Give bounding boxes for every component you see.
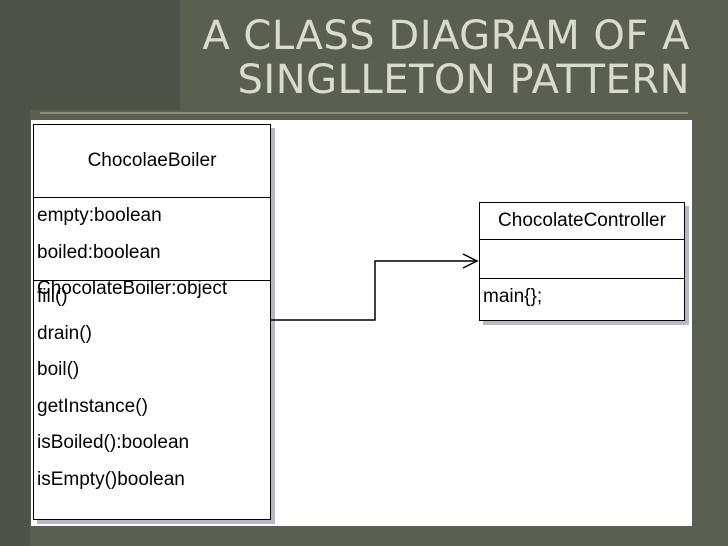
slide-title-line-2: SINGLLETON PATTERN (237, 57, 690, 103)
diagram-canvas: ChocolaeBoiler empty:boolean boiled:bool… (31, 120, 692, 526)
operation-section: fill() drain() boil() getInstance() isBo… (34, 281, 270, 492)
operation-row: boil() (37, 359, 80, 380)
operation-row: getInstance() (37, 396, 148, 417)
operation-row: drain() (37, 323, 92, 344)
attribute-section: empty:boolean boiled:boolean ChocolateBo… (34, 198, 270, 299)
operation-section: main{}; (480, 279, 684, 309)
association-line (271, 260, 475, 321)
association-arrow (271, 253, 479, 321)
class-chocolate-boiler[interactable]: ChocolaeBoiler empty:boolean boiled:bool… (33, 124, 271, 520)
attribute-row: boiled:boolean (37, 242, 161, 263)
operation-row: isEmpty()boolean (37, 469, 185, 490)
attribute-section (480, 240, 684, 279)
class-name: ChocolateController (480, 203, 684, 240)
slide-title-line-1: A CLASS DIAGRAM OF A (202, 13, 690, 59)
slide-title: A CLASS DIAGRAM OF A SINGLLETON PATTERN (190, 14, 690, 102)
attribute-row: ChocolateBoiler:object (37, 278, 228, 299)
background-square (0, 0, 180, 110)
class-name: ChocolaeBoiler (34, 125, 270, 198)
operation-row: isBoiled():boolean (37, 432, 190, 453)
operation-row: fill() (37, 286, 68, 307)
background-square (0, 110, 30, 546)
class-chocolate-controller[interactable]: ChocolateController main{}; (479, 202, 685, 321)
arrowhead-icon (462, 253, 479, 269)
attribute-row: empty:boolean (37, 205, 162, 226)
title-divider (40, 112, 688, 114)
operation-row: main{}; (483, 286, 543, 307)
